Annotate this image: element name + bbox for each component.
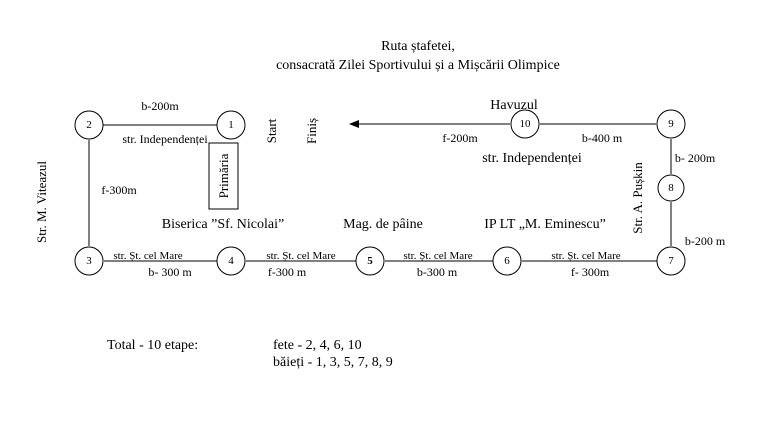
label-start: Start xyxy=(264,118,279,143)
svg-text:3: 3 xyxy=(86,255,92,267)
label-str-independentei-left: str. Independenței xyxy=(122,132,208,146)
svg-text:5: 5 xyxy=(367,255,373,267)
label-str-independentei-right: str. Independenței xyxy=(482,151,582,166)
label-st-cel-mare-4-5: str. Șt. cel Mare xyxy=(266,250,335,262)
svg-text:6: 6 xyxy=(504,255,510,267)
label-havuzul: Havuzul xyxy=(490,98,538,113)
label-f200: f-200m xyxy=(442,131,478,145)
node-3: 3 xyxy=(74,246,104,276)
node-9: 9 xyxy=(656,109,686,139)
node-6: 6 xyxy=(492,246,522,276)
label-b200-8-7: b-200 m xyxy=(685,234,726,248)
label-biserica: Biserica ”Sf. Nicolai” xyxy=(162,217,284,232)
footer-baieti: băieți - 1, 3, 5, 7, 8, 9 xyxy=(273,355,393,370)
title-line-2: consacrată Zilei Sportivului și a Mișcăr… xyxy=(276,58,560,73)
label-b200-top-left: b-200m xyxy=(141,99,179,113)
svg-text:2: 2 xyxy=(86,119,92,131)
svg-text:10: 10 xyxy=(520,118,532,130)
svg-text:9: 9 xyxy=(668,118,674,130)
footer-total: Total - 10 etape: xyxy=(107,338,198,353)
label-finis: Finiș xyxy=(304,118,319,144)
svg-text:1: 1 xyxy=(228,119,234,131)
primaria-label: Primăria xyxy=(216,153,231,198)
svg-text:8: 8 xyxy=(668,182,674,194)
node-4: 4 xyxy=(216,246,246,276)
label-f300-6-7: f- 300m xyxy=(571,265,610,279)
footer-fete: fete - 2, 4, 6, 10 xyxy=(273,338,362,353)
primaria-box xyxy=(208,142,239,210)
label-f300-2-3: f-300m xyxy=(101,183,137,197)
node-1: 1 xyxy=(216,110,246,140)
label-st-cel-mare-3-4: str. Șt. cel Mare xyxy=(113,250,182,262)
node-2: 2 xyxy=(74,110,104,140)
route-lines xyxy=(88,120,672,262)
label-f300-4-5: f-300 m xyxy=(268,265,307,279)
node-7: 7 xyxy=(656,246,686,276)
node-10: 10 xyxy=(510,109,540,139)
svg-text:4: 4 xyxy=(228,255,234,267)
label-b200-9-8: b- 200m xyxy=(675,151,716,165)
svg-text:7: 7 xyxy=(668,255,674,267)
label-b400: b-400 m xyxy=(582,131,623,145)
label-iplt-eminescu: IP LT „M. Eminescu” xyxy=(484,217,606,232)
label-st-cel-mare-5-6: str. Șt. cel Mare xyxy=(403,250,472,262)
label-b300-3-4: b- 300 m xyxy=(148,265,192,279)
label-b300-5-6: b-300 m xyxy=(417,265,458,279)
label-str-viteazul: Str. M. Viteazul xyxy=(34,161,49,243)
label-st-cel-mare-6-7: str. Șt. cel Mare xyxy=(551,250,620,262)
label-mag-paine: Mag. de pâine xyxy=(343,217,423,232)
node-8: 8 xyxy=(657,174,685,202)
node-5: 5 xyxy=(355,246,385,276)
label-str-puskin: Str. A. Pușkin xyxy=(630,162,645,234)
title-line-1: Ruta ștafetei, xyxy=(381,39,455,54)
